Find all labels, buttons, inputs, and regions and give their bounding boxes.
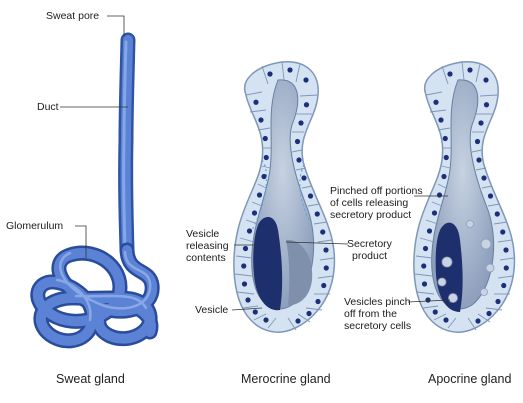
cell-nucleus <box>443 136 448 141</box>
label-vesicle-releasing-line1: Vesicle <box>186 228 219 240</box>
cell-nucleus <box>425 297 430 302</box>
label-sweat-pore: Sweat pore <box>46 10 99 22</box>
cell-nucleus <box>483 77 488 82</box>
cell-nucleus <box>295 318 300 323</box>
cell-nucleus <box>263 317 268 322</box>
cell-nucleus <box>253 100 258 105</box>
cell-nucleus <box>495 299 500 304</box>
cell-nucleus <box>433 100 438 105</box>
cell-nucleus <box>478 120 483 125</box>
cell-nucleus <box>245 297 250 302</box>
cell-nucleus <box>243 246 248 251</box>
cell-nucleus <box>321 283 326 288</box>
label-pinched-off-line3: secretory product <box>330 209 411 221</box>
cell-nucleus <box>315 299 320 304</box>
cell-nucleus <box>447 71 452 76</box>
cell-nucleus <box>488 193 493 198</box>
cell-nucleus <box>441 174 446 179</box>
cell-nucleus <box>323 247 328 252</box>
label-vesicles-pinch-line2: off from the <box>344 308 397 320</box>
label-vesicles-pinch-line1: Vesicles pinch <box>344 296 411 308</box>
cell-nucleus <box>423 246 428 251</box>
cell-nucleus <box>427 228 432 233</box>
label-vesicle-releasing-line3: contents <box>186 252 226 264</box>
cell-nucleus <box>241 263 246 268</box>
cell-nucleus <box>287 67 292 72</box>
cell-nucleus <box>503 247 508 252</box>
label-pinched-off-line1: Pinched off portions <box>330 185 423 197</box>
caption-merocrine-gland: Merocrine gland <box>241 372 331 386</box>
cell-nucleus <box>475 139 480 144</box>
cell-nucleus <box>258 117 263 122</box>
cell-nucleus <box>264 155 269 160</box>
cell-nucleus <box>324 265 329 270</box>
cell-nucleus <box>301 175 306 180</box>
cell-nucleus <box>467 67 472 72</box>
cell-nucleus <box>304 102 309 107</box>
merocrine-gland-illustration <box>234 62 335 332</box>
glomerulum-coil <box>38 250 152 341</box>
label-pinched-off-line2: of cells releasing <box>330 197 408 209</box>
cell-nucleus <box>443 317 448 322</box>
label-vesicles-pinch-line3: secretory cells <box>344 320 411 332</box>
cell-nucleus <box>242 281 247 286</box>
cell-nucleus <box>253 309 258 314</box>
cell-nucleus <box>252 210 257 215</box>
caption-apocrine-gland: Apocrine gland <box>428 372 523 386</box>
caption-sweat-gland: Sweat gland <box>56 372 125 386</box>
cell-nucleus <box>432 210 437 215</box>
cell-nucleus <box>504 265 509 270</box>
cell-nucleus <box>421 263 426 268</box>
cell-nucleus <box>257 192 262 197</box>
sweat-gland-illustration <box>38 40 152 341</box>
cell-nucleus <box>295 139 300 144</box>
cell-nucleus <box>261 174 266 179</box>
cell-nucleus <box>500 229 505 234</box>
cell-nucleus <box>476 157 481 162</box>
apocrine-gland-illustration <box>414 62 515 332</box>
cell-nucleus <box>247 228 252 233</box>
cell-nucleus <box>437 192 442 197</box>
cell-nucleus <box>475 318 480 323</box>
cell-nucleus <box>433 309 438 314</box>
cell-nucleus <box>501 283 506 288</box>
label-secretory-product-line1: Secretory <box>347 238 392 250</box>
leader-sweat-pore <box>107 16 124 36</box>
cell-nucleus <box>298 120 303 125</box>
cell-nucleus <box>484 102 489 107</box>
cell-nucleus <box>315 211 320 216</box>
cell-nucleus <box>296 157 301 162</box>
label-glomerulum: Glomerulum <box>6 220 63 232</box>
cell-nucleus <box>444 155 449 160</box>
cell-nucleus <box>320 229 325 234</box>
cell-nucleus <box>481 175 486 180</box>
cell-nucleus <box>486 311 491 316</box>
cell-nucleus <box>438 117 443 122</box>
label-vesicle: Vesicle <box>195 304 228 316</box>
label-vesicle-releasing-line2: releasing <box>186 240 229 252</box>
cell-nucleus <box>303 77 308 82</box>
cell-nucleus <box>263 136 268 141</box>
label-secretory-product-line2: product <box>352 250 387 262</box>
cell-nucleus <box>267 71 272 76</box>
cell-nucleus <box>308 193 313 198</box>
cell-nucleus <box>306 311 311 316</box>
cell-nucleus <box>495 211 500 216</box>
cell-nucleus <box>422 281 427 286</box>
label-duct: Duct <box>37 101 59 113</box>
